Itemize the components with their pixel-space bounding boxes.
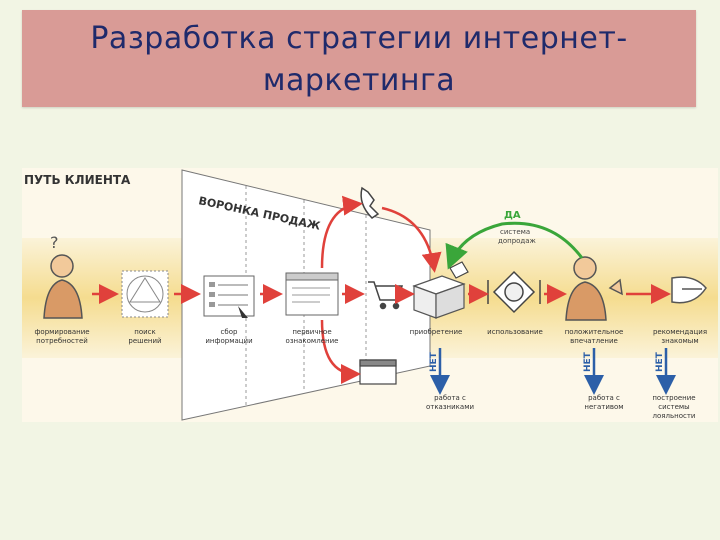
step-caption: первичное (292, 328, 331, 336)
slide-title-line2: маркетинга (262, 63, 456, 98)
outcome-note: системы (658, 403, 689, 411)
outcome-notes: работа с отказниками работа с негативом … (426, 394, 696, 420)
outcome-note: лояльности (653, 412, 696, 420)
step-caption: впечатление (570, 337, 618, 345)
yes-caption-line2: допродаж (498, 237, 537, 245)
slide-title-line1: Разработка стратегии интернет- (90, 21, 628, 56)
speaking-face-icon (671, 276, 707, 304)
outcome-note: построение (652, 394, 695, 402)
yes-label: ДА (504, 210, 521, 221)
title-band: Разработка стратегии интернет- маркетинг… (22, 10, 696, 107)
outcome-note: негативом (584, 403, 623, 411)
step-caption: использование (487, 328, 543, 336)
step-caption: поиск (134, 328, 156, 336)
yes-caption-line1: система (500, 228, 530, 236)
step-caption: сбор (221, 328, 238, 336)
no-label: НЕТ (429, 351, 439, 372)
journey-arrows (92, 195, 671, 384)
step-caption: потребностей (36, 337, 88, 345)
step-caption: информации (205, 337, 252, 345)
customer-journey-diagram: ПУТЬ КЛИЕНТА ВОРОНКА ПРОДАЖ ? (22, 168, 718, 422)
step-caption: приобретение (410, 328, 463, 336)
no-label: НЕТ (655, 351, 665, 372)
info-form-icon (203, 275, 255, 318)
step-caption: знакомым (661, 337, 698, 345)
step-caption: формирование (34, 328, 89, 336)
package-box-icon (412, 275, 466, 319)
upsell-arrow (445, 221, 584, 270)
happy-person-icon (565, 256, 623, 321)
outcome-note: работа с (588, 394, 620, 402)
phone-icon (360, 186, 380, 219)
no-arrows: НЕТ НЕТ НЕТ (429, 348, 676, 395)
thinking-person-icon: ? (43, 233, 83, 319)
no-label: НЕТ (583, 351, 593, 372)
outcome-note: работа с (434, 394, 466, 402)
journey-heading: ПУТЬ КЛИЕНТА (24, 173, 131, 187)
step-caption: рекомендация (653, 328, 707, 336)
svg-text:?: ? (50, 233, 59, 252)
store-icon (359, 359, 397, 385)
search-solutions-icon (121, 270, 169, 318)
browser-window-icon (285, 272, 339, 316)
slide-title: Разработка стратегии интернет- маркетинг… (22, 18, 696, 102)
outcome-note: отказниками (426, 403, 474, 411)
step-caption: решений (128, 337, 161, 345)
step-captions: формирование потребностей поиск решений … (34, 328, 707, 345)
step-caption: ознакомление (286, 337, 339, 345)
step-caption: положительное (565, 328, 624, 336)
